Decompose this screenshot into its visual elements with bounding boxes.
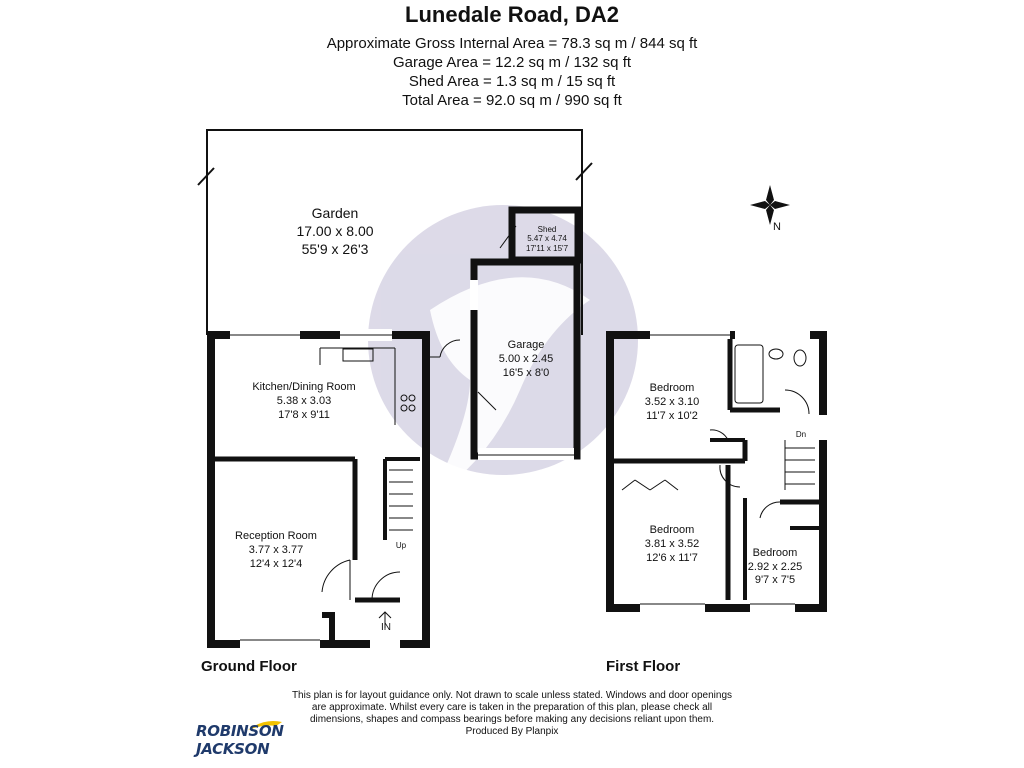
robinson-jackson-logo: ROBINSON JACKSON bbox=[196, 718, 306, 762]
plan-title: Lunedale Road, DA2 bbox=[405, 2, 619, 27]
gross-internal-area: Approximate Gross Internal Area = 78.3 s… bbox=[326, 35, 698, 52]
compass-north-label: N bbox=[773, 221, 781, 233]
garage-imperial: 16'5 x 8'0 bbox=[503, 367, 549, 379]
shed-metric: 5.47 x 4.74 bbox=[527, 234, 567, 243]
bedroom-1-label: Bedroom bbox=[650, 382, 695, 394]
bedroom-2-imperial: 12'6 x 11'7 bbox=[646, 552, 698, 564]
stairs-up-label: Up bbox=[396, 541, 407, 550]
kitchen-label: Kitchen/Dining Room bbox=[252, 381, 355, 393]
garage-label: Garage bbox=[508, 339, 545, 351]
bedroom-2-metric: 3.81 x 3.52 bbox=[645, 538, 699, 550]
shed-label: Shed bbox=[538, 225, 557, 234]
logo-line-2: JACKSON bbox=[196, 740, 270, 758]
bedroom-3-label: Bedroom bbox=[753, 547, 798, 559]
total-area: Total Area = 92.0 sq m / 990 sq ft bbox=[402, 92, 622, 109]
garden-metric: 17.00 x 8.00 bbox=[296, 223, 373, 239]
stairs-down-label: Dn bbox=[796, 430, 806, 439]
watermark-logo bbox=[368, 205, 638, 500]
first-floor-label: First Floor bbox=[606, 658, 681, 675]
logo-swoosh-icon bbox=[248, 721, 282, 730]
shed-imperial: 17'11 x 15'7 bbox=[526, 244, 569, 253]
garage-walls bbox=[470, 258, 581, 460]
bedroom-1-metric: 3.52 x 3.10 bbox=[645, 396, 699, 408]
bedroom-3-imperial: 9'7 x 7'5 bbox=[755, 574, 795, 586]
kitchen-metric: 5.38 x 3.03 bbox=[277, 395, 331, 407]
reception-imperial: 12'4 x 12'4 bbox=[250, 558, 303, 570]
compass-icon bbox=[750, 185, 790, 225]
bedroom-2-label: Bedroom bbox=[650, 524, 695, 536]
disclaimer: This plan is for layout guidance only. N… bbox=[0, 690, 1024, 738]
garden-label: Garden bbox=[312, 205, 359, 221]
ground-floor-label: Ground Floor bbox=[201, 658, 297, 675]
disclaimer-line: are approximate. Whilst every care is ta… bbox=[311, 702, 713, 713]
garden-outline bbox=[197, 129, 593, 335]
first-floor-walls bbox=[606, 329, 829, 614]
logo-line-1: ROBINSON bbox=[196, 722, 284, 740]
reception-label: Reception Room bbox=[235, 530, 317, 542]
reception-metric: 3.77 x 3.77 bbox=[249, 544, 303, 556]
bedroom-3-metric: 2.92 x 2.25 bbox=[748, 561, 802, 573]
ground-floor-walls bbox=[207, 329, 461, 650]
disclaimer-line: This plan is for layout guidance only. N… bbox=[291, 690, 733, 701]
disclaimer-line: Produced By Planpix bbox=[465, 726, 559, 737]
garage-area: Garage Area = 12.2 sq m / 132 sq ft bbox=[392, 54, 632, 71]
shed-area: Shed Area = 1.3 sq m / 15 sq ft bbox=[408, 73, 616, 90]
disclaimer-line: dimensions, shapes and compass bearings … bbox=[309, 714, 715, 725]
garage-metric: 5.00 x 2.45 bbox=[499, 353, 553, 365]
entrance-label: IN bbox=[381, 622, 391, 633]
kitchen-imperial: 17'8 x 9'11 bbox=[278, 409, 330, 421]
bedroom-1-imperial: 11'7 x 10'2 bbox=[646, 410, 698, 422]
garden-imperial: 55'9 x 26'3 bbox=[302, 241, 369, 257]
